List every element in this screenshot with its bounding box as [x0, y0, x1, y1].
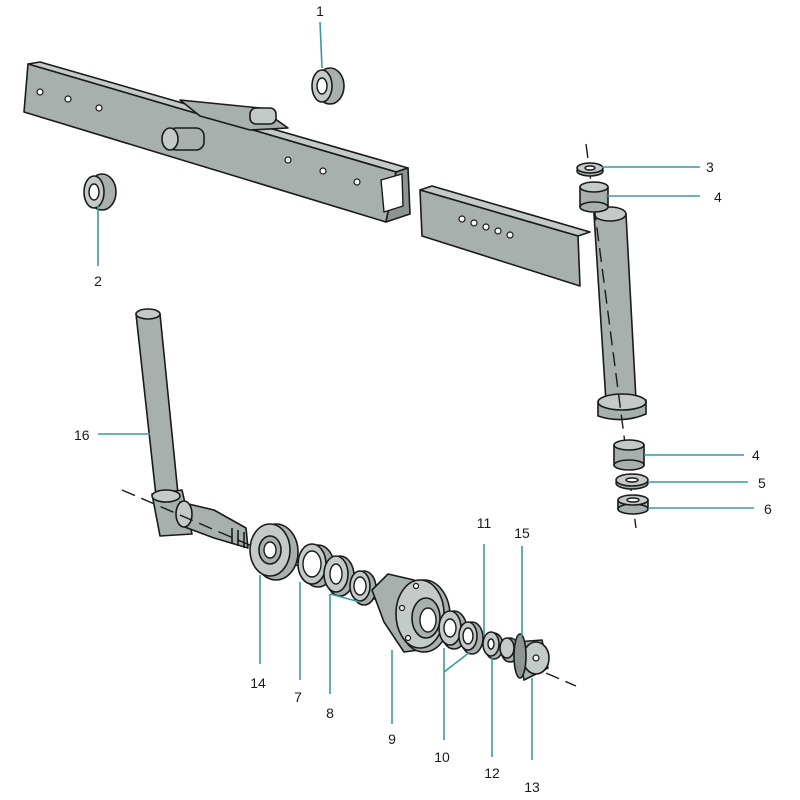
- callout-10: 10: [434, 749, 450, 765]
- bushing-part-2: [83, 173, 117, 211]
- stub-axle-part-16: [135, 308, 249, 549]
- callout-labels: 1 2 3 4 4 5 6 16 14 7 8 9 10 11 12 13 15: [74, 3, 772, 795]
- callout-16: 16: [74, 427, 90, 443]
- callout-3: 3: [706, 159, 714, 175]
- spindle-thread: [231, 528, 245, 548]
- callout-8: 8: [326, 705, 334, 721]
- main-axle-beam: [23, 61, 411, 223]
- bearing-part-10: [438, 610, 484, 655]
- wheel-hub-part-9: [371, 573, 451, 653]
- bushing-part-1: [311, 67, 345, 105]
- callout-2: 2: [94, 273, 102, 289]
- bushing-part-4-bottom: [613, 439, 645, 471]
- ring-part-6: [617, 494, 649, 515]
- washer-part-3: [576, 162, 604, 177]
- callout-14: 14: [250, 675, 266, 691]
- bearing-part-8: [323, 555, 377, 606]
- washer-part-5: [615, 473, 649, 490]
- callout-7: 7: [294, 689, 302, 705]
- bushing-part-4-top: [579, 181, 609, 213]
- callout-4-top: 4: [714, 189, 722, 205]
- ring-part-15: [513, 633, 527, 679]
- callout-13: 13: [524, 779, 540, 795]
- callout-12: 12: [484, 765, 500, 781]
- callout-5: 5: [758, 475, 766, 491]
- callout-11: 11: [477, 515, 492, 531]
- callout-1: 1: [316, 3, 324, 19]
- callout-4-bottom: 4: [752, 447, 760, 463]
- callout-15: 15: [514, 525, 530, 541]
- steering-arm-tube: [419, 185, 647, 421]
- seal-part-14: [249, 523, 299, 581]
- callout-9: 9: [388, 731, 396, 747]
- washer-part-12: [482, 631, 504, 660]
- leader-lines: [97, 21, 754, 760]
- callout-6: 6: [764, 501, 772, 517]
